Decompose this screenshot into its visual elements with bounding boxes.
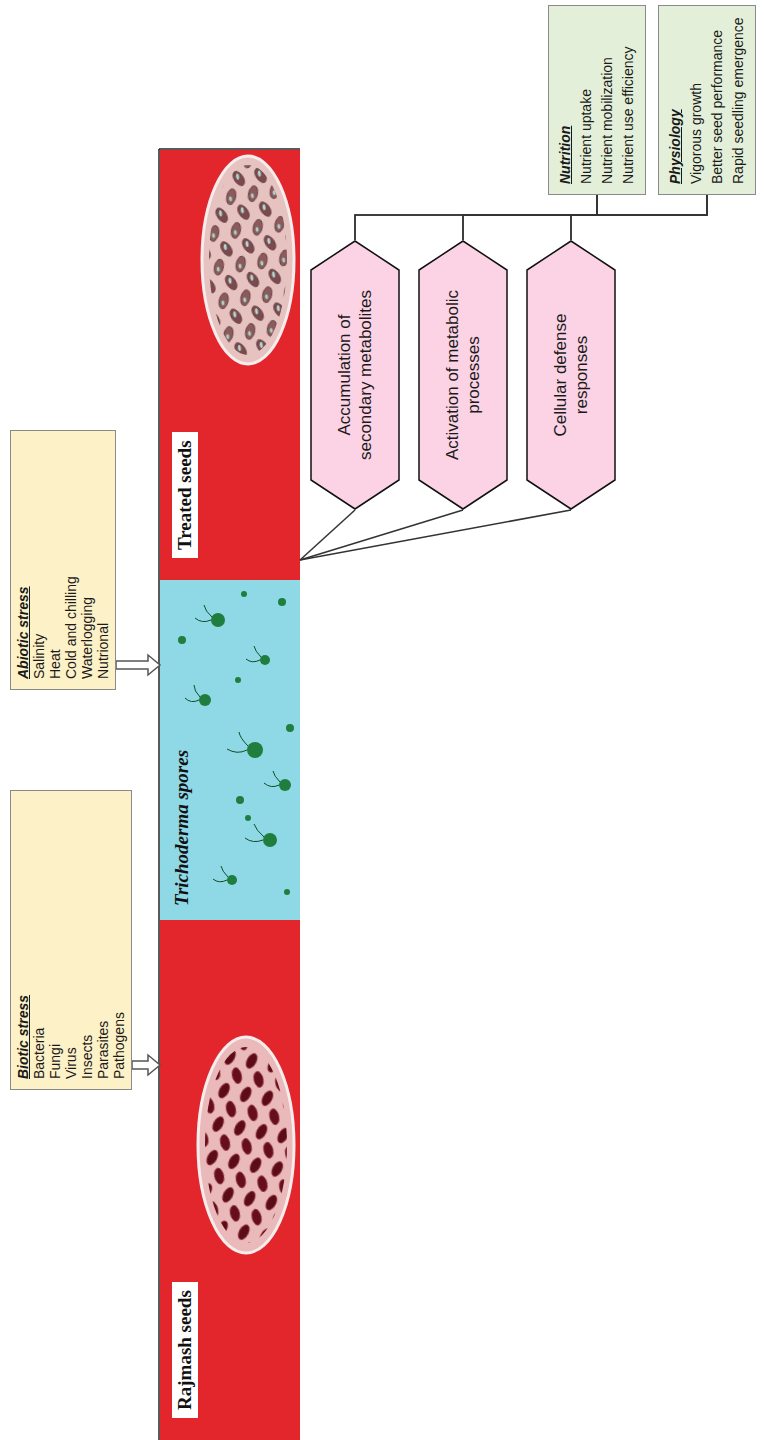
photo-panel: Rajmash seeds	[160, 920, 300, 1440]
box-text: Insects	[79, 801, 95, 1079]
hexagon-shape	[527, 241, 615, 509]
box-text: Fungi	[47, 801, 63, 1079]
spore	[241, 591, 247, 597]
box-text: Heat	[47, 441, 63, 679]
box-text: Nutrient uptake	[576, 16, 597, 184]
box-text: Parasites	[95, 801, 111, 1079]
outcome-box: PhysiologyVigorous growthBetter seed per…	[658, 5, 756, 195]
hex-text-wrap: Accumulation of secondary metabolites	[334, 280, 376, 470]
petri-dish	[202, 156, 294, 364]
box-text: Better seed performance	[707, 16, 728, 184]
box-text: Pathogens	[111, 801, 127, 1079]
box-text: Waterlogging	[79, 441, 95, 679]
hypha	[213, 866, 228, 882]
connector-line	[300, 510, 571, 560]
box-text: Treated seeds	[172, 432, 198, 558]
hex-text-wrap: Cellular defense responses	[550, 280, 592, 470]
outcome-box: NutritionNutrient uptakeNutrient mobiliz…	[548, 5, 646, 195]
spore	[278, 598, 286, 606]
box-text: Rajmash seeds	[172, 1282, 198, 1418]
photo-background	[160, 150, 300, 580]
hypha	[264, 771, 280, 787]
spore	[211, 613, 225, 627]
hexagon-outline	[526, 240, 616, 510]
spore	[178, 591, 294, 895]
process-hexagon: Cellular defense responses	[526, 240, 616, 510]
box-text: Rapid seedling emergence	[728, 16, 749, 184]
box-text: Salinity	[31, 441, 47, 679]
connector-line	[571, 195, 597, 240]
connector-line	[463, 195, 707, 240]
box-text: Vigorous growth	[686, 16, 707, 184]
box-heading: Biotic stress	[15, 801, 31, 1079]
hex-text-wrap: Activation of metabolic processes	[442, 280, 484, 470]
box-heading: Nutrition	[555, 16, 576, 184]
stress-box: Biotic stressBacteriaFungiVirusInsectsPa…	[10, 790, 132, 1090]
box-text: Nutrional	[95, 441, 111, 679]
box-text: Activation of metabolic processes	[442, 280, 484, 470]
spore	[245, 815, 251, 821]
spore	[247, 742, 263, 758]
box-heading: Abiotic stress	[15, 441, 31, 679]
connector-line	[355, 195, 707, 240]
stress-box: Abiotic stressSalinityHeatCold and chill…	[10, 430, 116, 690]
box-heading: Physiology	[665, 16, 686, 184]
spore	[235, 677, 241, 683]
box-text: Cold and chilling	[63, 441, 79, 679]
block-arrow	[132, 1055, 160, 1075]
spore	[263, 833, 277, 847]
strip-bracket	[158, 149, 160, 1440]
box-text: Nutrient use efficiency	[618, 16, 639, 184]
hypha	[245, 824, 264, 842]
process-hexagon: Activation of metabolic processes	[418, 240, 508, 510]
spore	[199, 694, 211, 706]
spore	[178, 636, 186, 644]
hypha	[246, 646, 261, 662]
photo-background	[160, 920, 300, 1440]
spore	[227, 875, 237, 885]
process-hexagon: Accumulation of secondary metabolites	[310, 240, 400, 510]
bean-pile	[209, 165, 287, 355]
photo-panel: Treated seeds	[160, 150, 300, 580]
connector-line	[571, 195, 707, 240]
hexagon-shape	[311, 241, 399, 509]
box-text: Trichoderma spores	[170, 750, 194, 906]
spore-background	[160, 580, 300, 920]
spore	[284, 889, 290, 895]
hypha	[185, 685, 200, 702]
strip-bracket	[159, 148, 300, 150]
spore	[260, 655, 270, 665]
box-text: Bacteria	[31, 801, 47, 1079]
block-arrow	[116, 655, 160, 675]
spore	[236, 796, 244, 804]
hexagon-outline	[310, 240, 400, 510]
spore-hyphae	[185, 605, 280, 882]
spore	[279, 779, 291, 791]
hypha	[227, 732, 248, 752]
bean-pile	[205, 1047, 287, 1243]
box-text: Cellular defense responses	[550, 280, 592, 470]
connector-line	[463, 195, 597, 240]
connector-line	[355, 195, 597, 240]
spore	[286, 724, 294, 732]
hexagon-shape	[419, 241, 507, 509]
hexagon-outline	[418, 240, 508, 510]
box-text: Virus	[63, 801, 79, 1079]
petri-dish	[198, 1037, 294, 1253]
spore-panel: Trichoderma spores	[160, 580, 300, 920]
box-text: Accumulation of secondary metabolites	[334, 280, 376, 470]
connector-line	[300, 510, 355, 560]
hypha	[195, 605, 212, 622]
box-text: Nutrient mobilization	[597, 16, 618, 184]
